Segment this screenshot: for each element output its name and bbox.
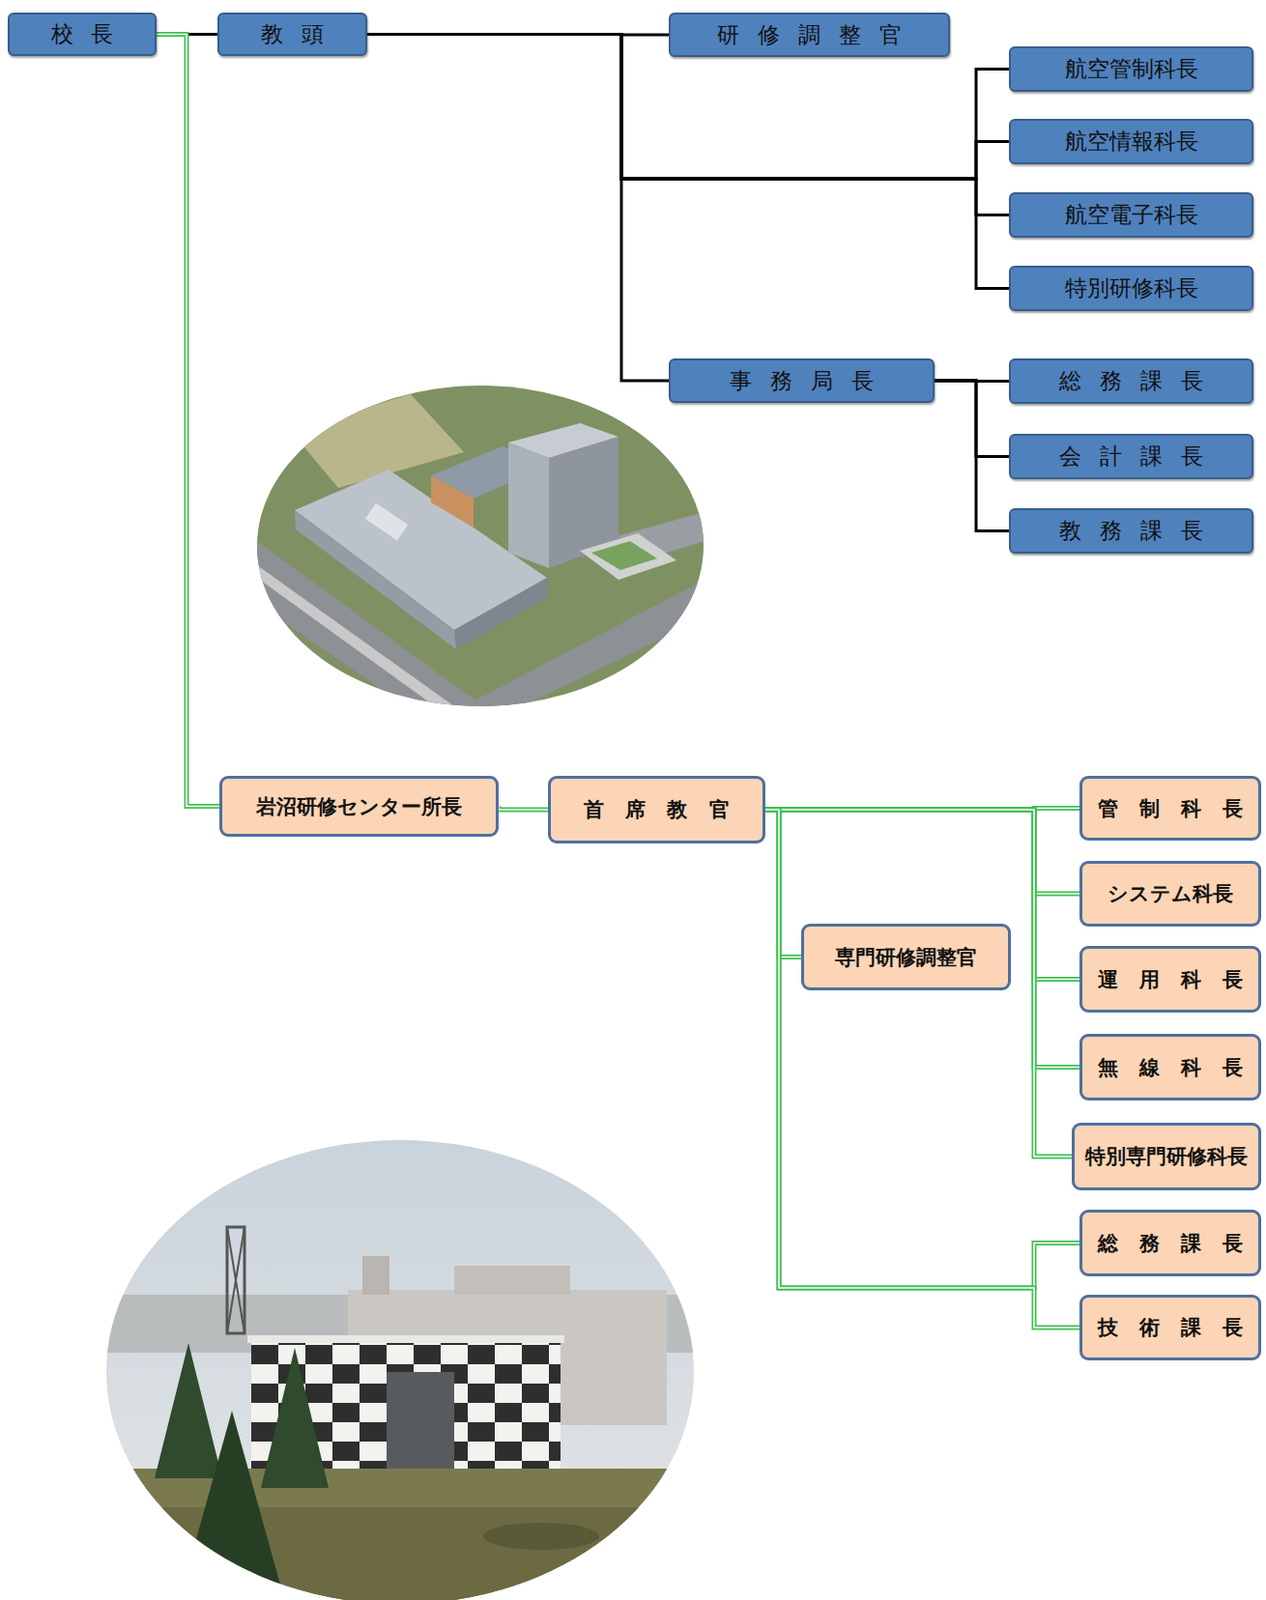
college-post-box: 総 務 課 長 [1008,358,1254,404]
connector-line [934,380,1009,458]
connector-inner [765,809,802,958]
connector-outer [765,809,1080,1328]
college-post-box: 教 頭 [217,12,368,57]
post-title: 研 修 調 整 官 [717,20,901,51]
center-post-box: 専門研修調整官 [801,923,1011,991]
post-title: 運 用 科 長 [1097,966,1243,994]
post-title: 無 線 科 長 [1097,1054,1243,1082]
connector [934,380,1009,532]
double-connector [765,809,802,958]
connector-inner [765,809,1072,1157]
connector-outer [765,809,1080,1289]
connector-inner [156,34,220,807]
connector-outer [156,34,220,807]
training-center-photo [106,1138,694,1600]
post-title: 校 長 [51,19,115,50]
connector-outer [765,809,802,958]
connector [934,380,1009,458]
center-post-box: 技 術 課 長 [1079,1294,1262,1361]
connector-line [367,34,1009,289]
double-connector [765,809,1080,1328]
center-post-box: 総 務 課 長 [1079,1209,1262,1277]
post-title: 岩沼研修センター所長 [256,793,462,821]
connector [367,34,1009,289]
post-title: 専門研修調整官 [834,944,978,972]
post-title: 技 術 課 長 [1097,1314,1243,1342]
connector-line [934,380,1009,532]
double-connector [765,809,1072,1157]
post-title: 総 務 課 長 [1059,366,1203,397]
connector-inner [765,809,1080,1289]
college-post-box: 特別研修科長 [1008,265,1254,312]
connector-outer [498,806,548,811]
college-post-box: 航空管制科長 [1008,46,1254,92]
double-connector [765,809,1080,1289]
college-post-box: 航空電子科長 [1008,192,1254,238]
center-post-box: 運 用 科 長 [1079,946,1262,1013]
center-post-box: 無 線 科 長 [1079,1034,1262,1101]
college-post-box: 研 修 調 整 官 [668,12,950,58]
center-post-box: 岩沼研修センター所長 [219,776,499,837]
post-title: 事 務 局 長 [729,366,873,397]
post-title: 管 制 科 長 [1097,795,1243,823]
connector-outer [765,809,1072,1157]
post-title: システム科長 [1107,880,1234,908]
post-title: 首 席 教 官 [583,796,729,824]
center-post-box: 特別専門研修科長 [1071,1122,1262,1191]
post-title: 航空情報科長 [1064,126,1199,157]
connector-inner [498,806,548,811]
center-post-box: システム科長 [1079,861,1262,927]
college-post-box: 事 務 局 長 [668,358,935,403]
post-title: 特別研修科長 [1064,273,1199,304]
college-post-box: 航空情報科長 [1008,118,1254,165]
connector-line [367,34,1009,216]
post-title: 航空管制科長 [1064,54,1199,85]
post-title: 航空電子科長 [1064,200,1199,231]
campus-aerial-photo [257,385,705,707]
connector [367,34,669,382]
double-connector [498,806,548,811]
center-post-box: 管 制 科 長 [1079,776,1262,841]
center-post-box: 首 席 教 官 [547,776,766,844]
post-title: 会 計 課 長 [1059,441,1203,472]
connector-inner [765,809,1080,1328]
post-title: 教 頭 [260,19,324,50]
double-connector [156,34,220,807]
college-post-box: 会 計 課 長 [1008,433,1254,480]
connector [367,34,1009,216]
connector-line [367,34,669,382]
college-post-box: 教 務 課 長 [1008,508,1254,554]
college-post-box: 校 長 [7,12,157,57]
post-title: 特別専門研修科長 [1085,1143,1248,1171]
post-title: 総 務 課 長 [1097,1230,1243,1258]
post-title: 教 務 課 長 [1059,516,1203,547]
